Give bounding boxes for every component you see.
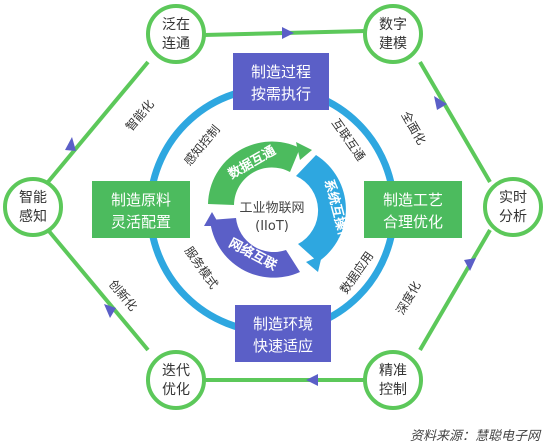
box-left-line1: 制造原料 [111, 191, 171, 209]
ring-label-lower-left: 服务模式 [182, 243, 222, 291]
arrow-icon [104, 304, 116, 318]
hex-node-0-line1: 泛在 [162, 17, 190, 33]
segment-system-interop [296, 155, 346, 262]
arrow-icon [434, 96, 447, 110]
arrow-icon [204, 212, 220, 226]
box-right: 制造工艺 合理优化 [364, 181, 462, 238]
arrow-icon [296, 142, 312, 160]
hex-node-4: 迭代 优化 [146, 350, 206, 410]
center-title: 工业物联网 [239, 201, 304, 216]
segment-network-interconnect [210, 218, 300, 278]
hex-edge-right-upper [418, 60, 492, 184]
hex-node-1-line2: 建模 [379, 36, 407, 52]
hex-node-3-line1: 精准 [379, 363, 407, 379]
hex-edge-label-right-upper: 全面化 [398, 108, 429, 147]
box-bottom-line1: 制造环境 [253, 315, 313, 333]
arrow-icon [464, 258, 476, 271]
box-right-line2: 合理优化 [383, 213, 443, 231]
hex-edge-label-left-upper: 智能化 [122, 96, 157, 133]
hex-edge-left-upper [46, 60, 150, 184]
box-left: 制造原料 灵活配置 [92, 181, 190, 238]
hex-node-4-line1: 迭代 [162, 363, 190, 379]
hexagon-arrows [65, 27, 476, 386]
hex-edge-left-lower [46, 228, 150, 352]
hex-edge-label-right-lower: 深度化 [393, 278, 424, 317]
hex-node-4-line2: 优化 [162, 382, 190, 398]
hex-node-1: 数字 建模 [363, 4, 423, 64]
hex-node-2: 实时 分析 [483, 177, 543, 237]
segment-data-interop [208, 141, 300, 205]
ring-label-upper-left: 感知控制 [180, 122, 222, 168]
hex-node-0: 泛在 连通 [146, 4, 206, 64]
arrow-icon [65, 137, 76, 151]
box-right-line1: 制造工艺 [383, 191, 443, 209]
hex-node-0-line2: 连通 [162, 36, 190, 52]
source-caption: 资料来源：慧聪电子网 [410, 429, 542, 444]
hex-node-5-line1: 智能 [19, 190, 47, 206]
hex-node-3-line2: 控制 [379, 382, 407, 398]
hex-node-1-line1: 数字 [379, 17, 407, 33]
box-bottom-line2: 快速适应 [253, 337, 313, 355]
hex-node-2-line1: 实时 [499, 190, 527, 206]
box-top: 制造过程 按需执行 [233, 53, 329, 110]
hex-node-5: 智能 感知 [3, 177, 63, 237]
hex-node-3: 精准 控制 [363, 350, 423, 410]
hexagon-outline [46, 29, 492, 382]
box-top-line1: 制造过程 [251, 63, 311, 81]
box-left-line2: 灵活配置 [111, 213, 171, 231]
arrow-icon [306, 374, 318, 386]
ring-label-lower-right: 数据应用 [336, 248, 376, 296]
arrow-icon [306, 255, 322, 272]
box-bottom: 制造环境 快速适应 [235, 305, 331, 362]
hex-edge-right-lower [418, 228, 492, 352]
box-top-line2: 按需执行 [251, 85, 311, 103]
arrow-icon [282, 27, 294, 39]
hex-node-2-line2: 分析 [499, 209, 527, 225]
center-subtitle: (IIoT) [255, 219, 289, 234]
center-cycle [204, 141, 346, 278]
hex-node-5-line2: 感知 [19, 208, 47, 225]
